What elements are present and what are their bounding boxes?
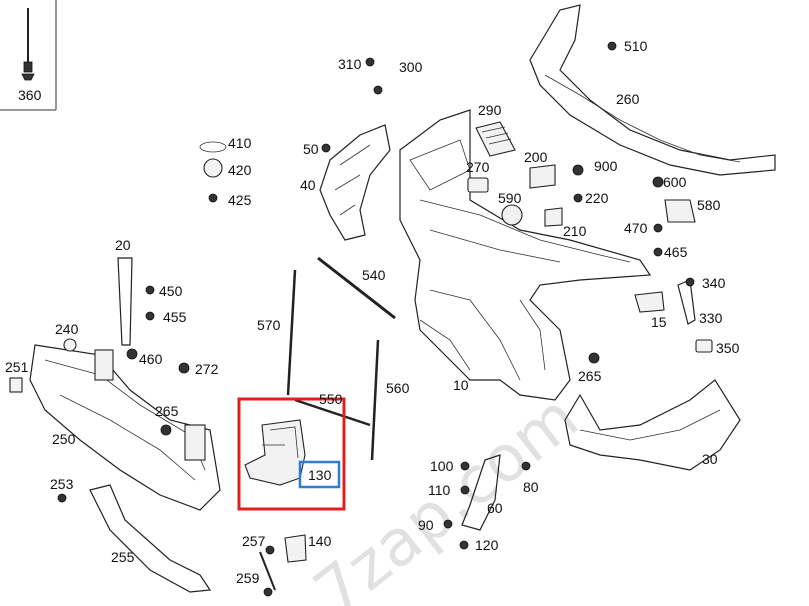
ring-590 <box>501 204 523 226</box>
label-265-left: 265 <box>155 403 179 419</box>
fasteners <box>9 41 695 597</box>
highlight-box <box>237 397 346 511</box>
label-270: 270 <box>466 159 490 175</box>
label-560: 560 <box>386 380 410 396</box>
label-350: 350 <box>716 340 740 356</box>
label-470: 470 <box>624 220 648 236</box>
label-330: 330 <box>699 310 723 326</box>
label-200: 200 <box>524 149 548 165</box>
upper-crossmember-260 <box>529 4 776 176</box>
vent-290 <box>475 121 516 157</box>
label-460: 460 <box>139 351 163 367</box>
label-360: 360 <box>18 87 42 103</box>
bumper-crossmember-250 <box>29 344 221 511</box>
clip-210 <box>544 207 563 227</box>
inset-360 <box>0 0 57 111</box>
strut-20 <box>117 257 133 346</box>
label-90: 90 <box>418 517 434 533</box>
label-50: 50 <box>303 141 319 157</box>
pad-350 <box>695 339 713 353</box>
label-550: 550 <box>319 391 343 407</box>
callout-box-130 <box>298 460 341 489</box>
label-10: 10 <box>453 377 469 393</box>
label-130: 130 <box>308 467 332 483</box>
front-frame-10 <box>399 109 652 401</box>
bracket-580 <box>664 199 696 223</box>
seal-strip-540 <box>317 256 396 320</box>
part-labels: 360 310 300 510 260 410 420 425 290 50 4… <box>5 38 740 586</box>
label-100: 100 <box>430 458 454 474</box>
seal-560 <box>370 339 380 461</box>
label-210: 210 <box>563 223 587 239</box>
label-580: 580 <box>697 197 721 213</box>
label-220: 220 <box>585 190 609 206</box>
label-15: 15 <box>651 314 667 330</box>
seal-550 <box>294 398 371 427</box>
label-240: 240 <box>55 321 79 337</box>
label-290: 290 <box>478 102 502 118</box>
label-570: 570 <box>257 317 281 333</box>
label-30: 30 <box>702 451 718 467</box>
bracket-30 <box>564 379 741 471</box>
bracket-60 <box>461 454 501 531</box>
label-251: 251 <box>5 359 29 375</box>
label-425: 425 <box>228 192 252 208</box>
bracket-200 <box>529 164 556 189</box>
label-20: 20 <box>115 237 131 253</box>
label-465: 465 <box>664 244 688 260</box>
label-272: 272 <box>195 361 219 377</box>
label-420: 420 <box>228 162 252 178</box>
label-110: 110 <box>428 482 451 498</box>
label-260: 260 <box>616 91 640 107</box>
air-duct-130 <box>244 419 306 486</box>
link-255 <box>89 484 212 593</box>
label-340: 340 <box>702 275 726 291</box>
label-253: 253 <box>50 476 74 492</box>
bracket-330 <box>677 279 696 325</box>
label-40: 40 <box>300 177 316 193</box>
seal-570 <box>286 269 297 396</box>
label-510: 510 <box>624 38 648 54</box>
fender-bracket-40 <box>319 124 391 241</box>
label-60: 60 <box>487 500 503 516</box>
label-900: 900 <box>594 158 618 174</box>
label-255: 255 <box>111 549 135 565</box>
label-120: 120 <box>475 537 499 553</box>
bracket-270 <box>467 177 489 193</box>
label-300: 300 <box>399 59 423 75</box>
label-590: 590 <box>498 190 522 206</box>
label-259: 259 <box>236 570 260 586</box>
label-80: 80 <box>523 479 539 495</box>
bracket-140 <box>284 534 307 563</box>
label-410: 410 <box>228 135 252 151</box>
label-455: 455 <box>163 309 187 325</box>
label-140: 140 <box>308 533 332 549</box>
label-310: 310 <box>338 56 362 72</box>
label-257: 257 <box>242 533 266 549</box>
label-600: 600 <box>663 174 687 190</box>
label-450: 450 <box>159 283 183 299</box>
label-250: 250 <box>52 431 76 447</box>
label-265-right: 265 <box>578 368 602 384</box>
bracket-15 <box>634 291 665 313</box>
label-540: 540 <box>362 267 386 283</box>
